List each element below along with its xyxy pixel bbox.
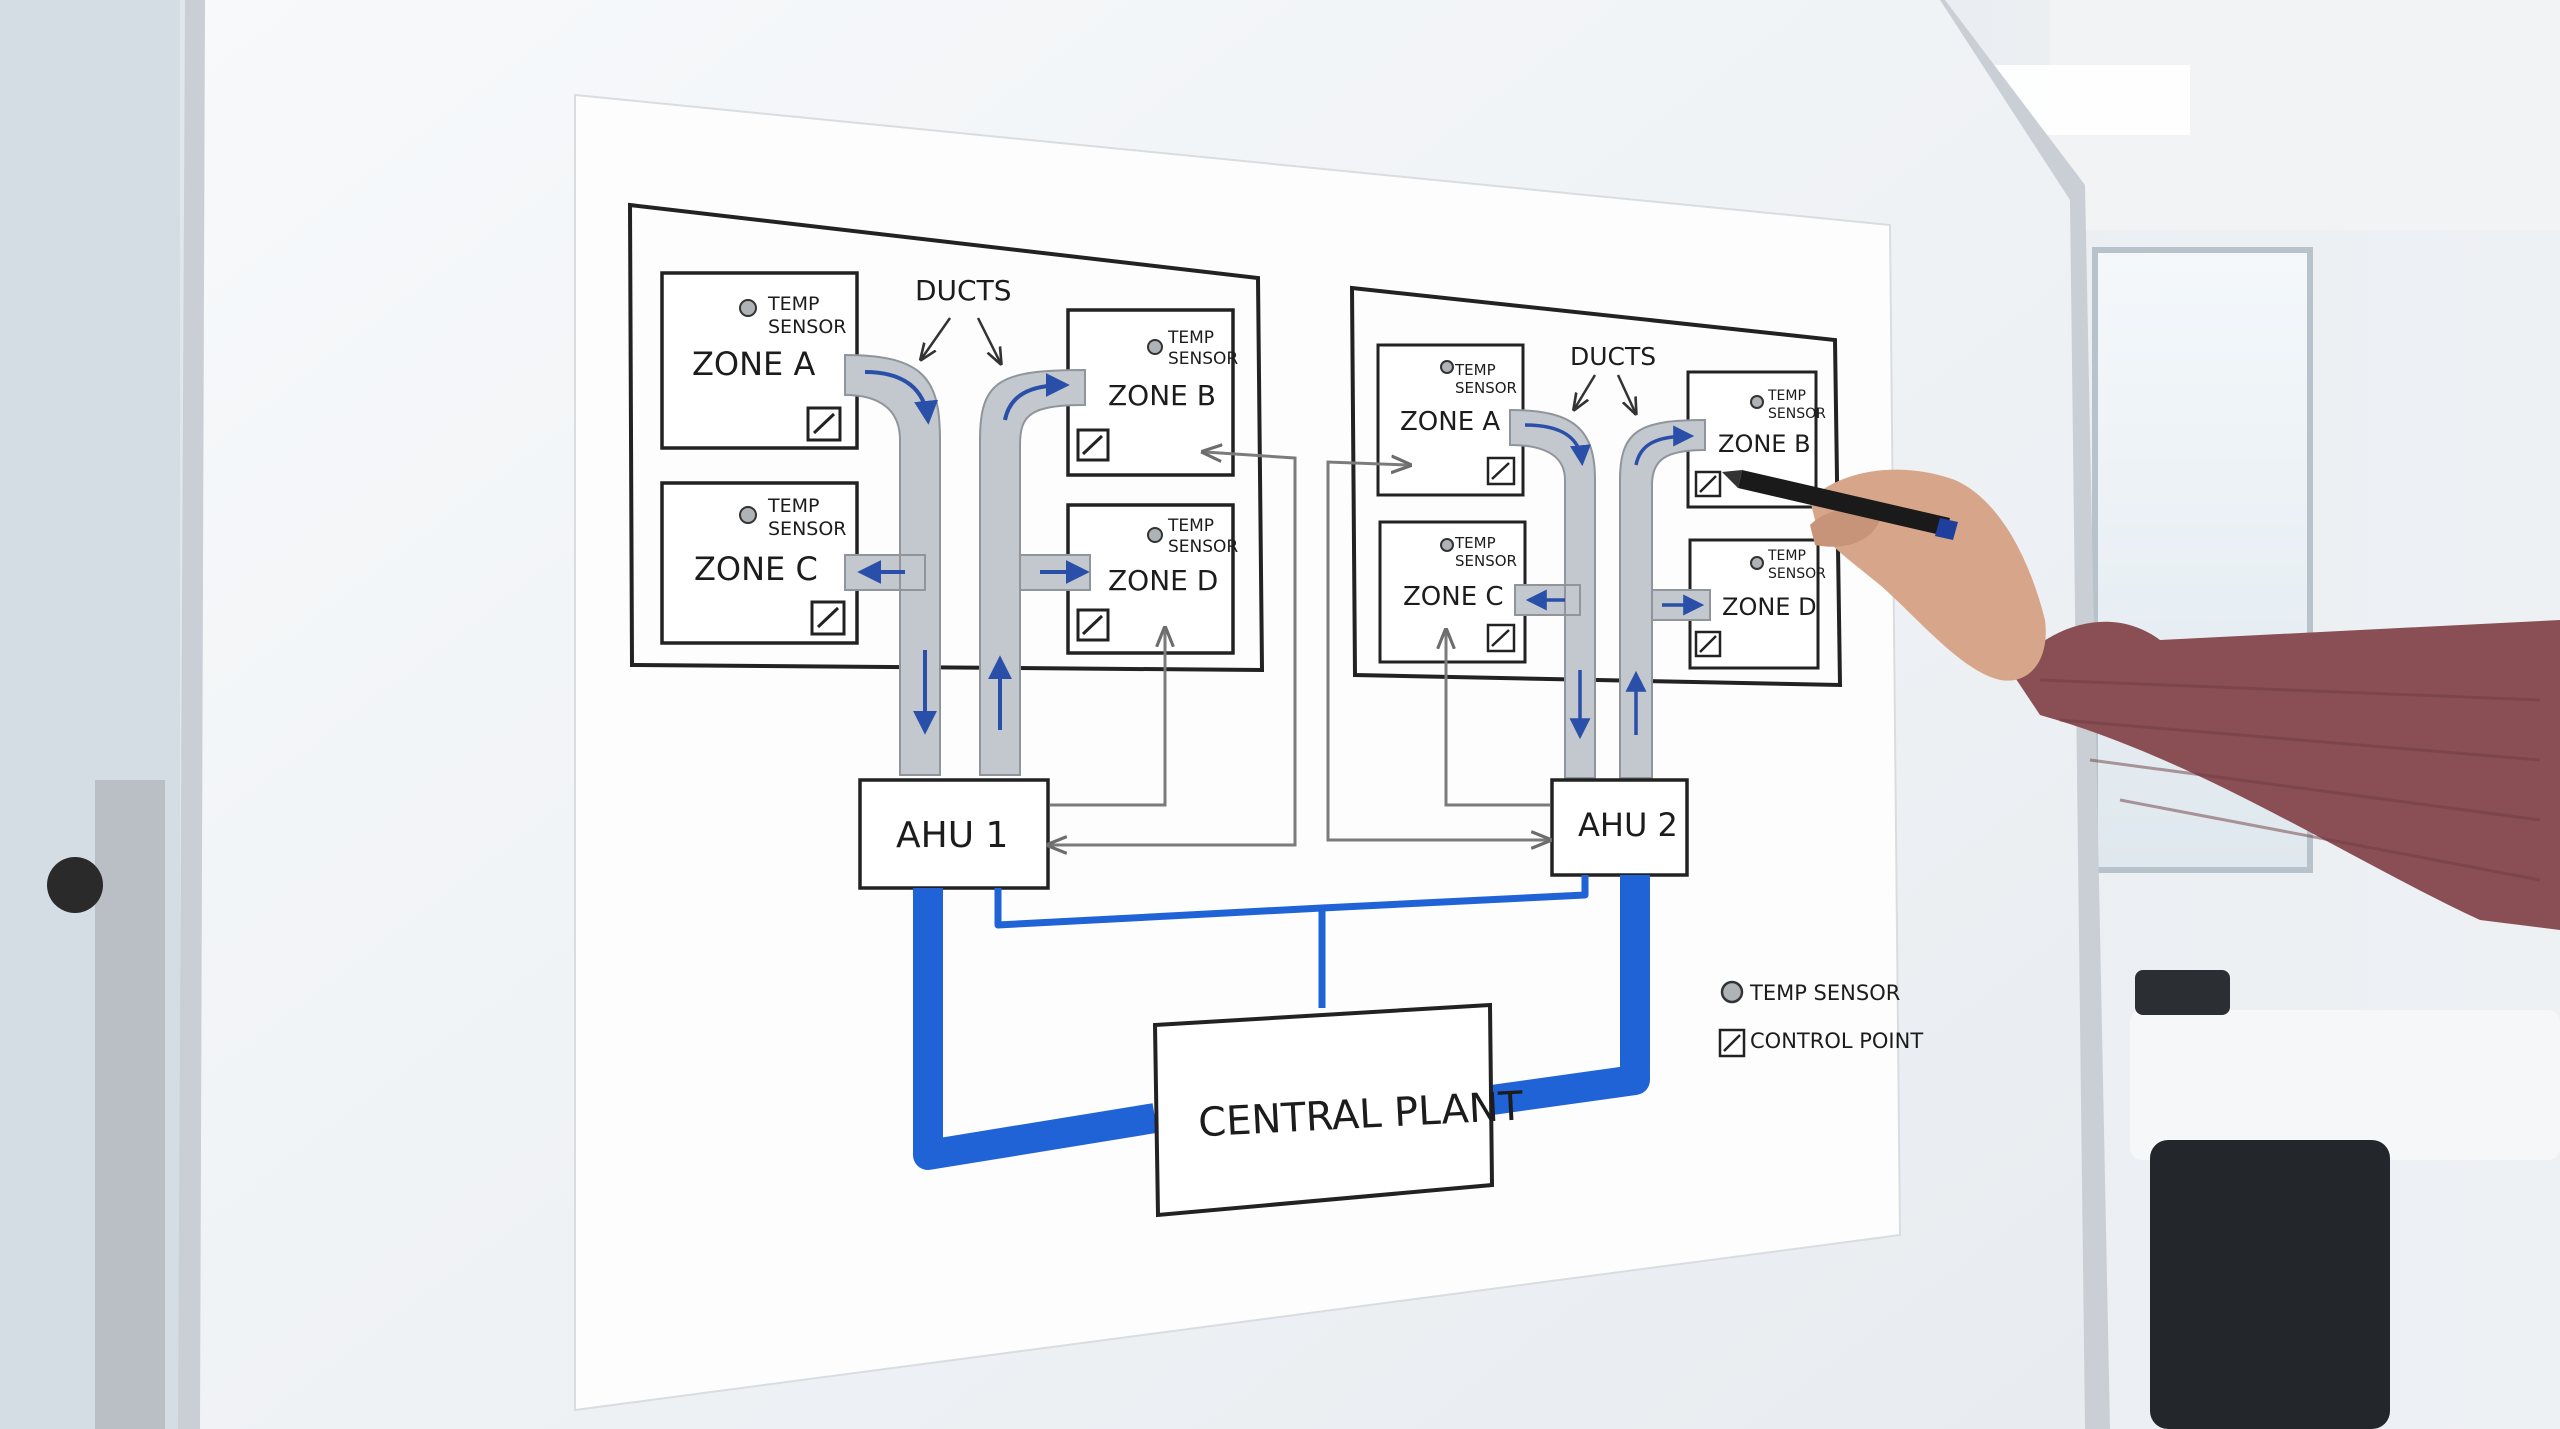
right-zone-d-sensor-label-1: TEMP <box>1767 548 1806 564</box>
ahu-2-box <box>1550 778 1689 877</box>
right-zone-c-control-point-icon <box>1486 623 1516 653</box>
right-ducts-pointer-2 <box>1616 374 1635 412</box>
left-zone-b-temp-sensor-icon <box>1147 339 1163 355</box>
right-zone-b-label: ZONE B <box>1718 430 1811 458</box>
legend: TEMP SENSOR CONTROL POINT <box>1718 980 1923 1058</box>
ahu-1-label: AHU 1 <box>896 815 1008 856</box>
right-zone-a-control-point-icon <box>1486 456 1516 486</box>
left-zone-d-label: ZONE D <box>1108 564 1218 597</box>
left-zone-d-sensor-label-2: SENSOR <box>1168 537 1238 557</box>
left-water-pipe <box>913 888 1158 1170</box>
left-zone-c-sensor-label-1: TEMP <box>767 495 819 517</box>
ahu-2-label: AHU 2 <box>1578 806 1678 844</box>
left-zone-a-sensor-label-1: TEMP <box>767 293 819 315</box>
left-zone-c-control-point-icon <box>810 600 846 636</box>
water-header-line <box>994 875 1589 1008</box>
presenter-sleeve-texture <box>2039 678 2541 882</box>
left-zone-d-control-point-icon <box>1076 608 1110 642</box>
left-duct-arrow-1 <box>864 370 939 425</box>
left-control-line-zone-d <box>1050 630 1165 807</box>
right-zone-a-sensor-label-2: SENSOR <box>1455 379 1517 397</box>
presenter-sleeve <box>2010 620 2560 930</box>
right-zone-c-sensor-label-2: SENSOR <box>1455 552 1517 570</box>
conference-table <box>2130 1010 2560 1160</box>
right-zone-b-control-point-icon <box>1694 470 1722 498</box>
left-zone-b-sensor-label-2: SENSOR <box>1168 349 1238 369</box>
right-ducts-pointer-1 <box>1575 374 1597 408</box>
right-zone-d-temp-sensor-icon <box>1750 556 1764 570</box>
right-zone-c-sensor-label-1: TEMP <box>1454 534 1496 552</box>
left-zone-c-temp-sensor-icon <box>739 506 757 524</box>
left-zone-b-sensor-label-1: TEMP <box>1167 328 1214 348</box>
right-supply-duct <box>1509 408 1596 779</box>
right-zone-c-temp-sensor-icon <box>1440 538 1454 552</box>
left-zone-a-control-point-icon <box>806 406 842 442</box>
left-zone-b-label: ZONE B <box>1108 379 1216 412</box>
right-water-pipe <box>1489 875 1650 1115</box>
marker-pen <box>1722 470 1958 540</box>
right-zone-b-temp-sensor-icon <box>1750 395 1764 409</box>
left-supply-duct <box>844 353 941 776</box>
legend-temp-sensor-icon <box>1720 980 1744 1004</box>
left-ducts-pointer-2 <box>976 317 1000 362</box>
left-duct-arrow-5 <box>1003 373 1070 421</box>
right-zone-d-sensor-label-2: SENSOR <box>1768 566 1826 582</box>
right-zone-a-temp-sensor-icon <box>1440 360 1454 374</box>
left-ducts-pointer-1 <box>922 317 952 358</box>
left-zone-a-label: ZONE A <box>692 345 815 383</box>
right-zone-c-label: ZONE C <box>1403 582 1504 612</box>
left-zone-a-temp-sensor-icon <box>739 299 757 317</box>
chair-back <box>2150 1140 2390 1429</box>
right-zone-d-label: ZONE D <box>1722 593 1817 621</box>
left-zone-c-sensor-label-2: SENSOR <box>768 518 847 540</box>
right-zone-a-sensor-label-1: TEMP <box>1454 361 1496 379</box>
right-system-frame <box>1349 285 1843 688</box>
stand-knob <box>47 857 103 913</box>
left-system-frame <box>627 202 1265 673</box>
right-zone-a-label: ZONE A <box>1400 407 1500 437</box>
central-plant-box <box>1152 1002 1495 1218</box>
right-duct-arrow-1 <box>1524 423 1591 467</box>
legend-control-point-icon <box>1718 1028 1746 1058</box>
left-zone-a-sensor-label-2: SENSOR <box>768 316 847 338</box>
left-zone-d-sensor-label-1: TEMP <box>1167 516 1214 536</box>
legend-control-point-label: CONTROL POINT <box>1750 1029 1923 1053</box>
left-zone-b-control-point-icon <box>1076 428 1110 462</box>
presenter-thumb <box>1810 509 1880 547</box>
right-duct-arrow-5 <box>1634 425 1695 466</box>
stand-post <box>95 780 165 1429</box>
left-zone-c-label: ZONE C <box>694 550 818 588</box>
right-zone-b-sensor-label-2: SENSOR <box>1768 406 1826 422</box>
ahu-1-box <box>858 778 1050 890</box>
left-zone-d-temp-sensor-icon <box>1147 527 1163 543</box>
right-control-line-zone-c <box>1446 632 1550 807</box>
legend-temp-sensor-label: TEMP SENSOR <box>1749 981 1900 1005</box>
right-zone-b-sensor-label-1: TEMP <box>1767 388 1806 404</box>
left-ducts-label: DUCTS <box>915 274 1011 307</box>
chair-top <box>2135 970 2230 1015</box>
right-ducts-label: DUCTS <box>1570 342 1656 371</box>
right-zone-d-control-point-icon <box>1694 630 1722 658</box>
